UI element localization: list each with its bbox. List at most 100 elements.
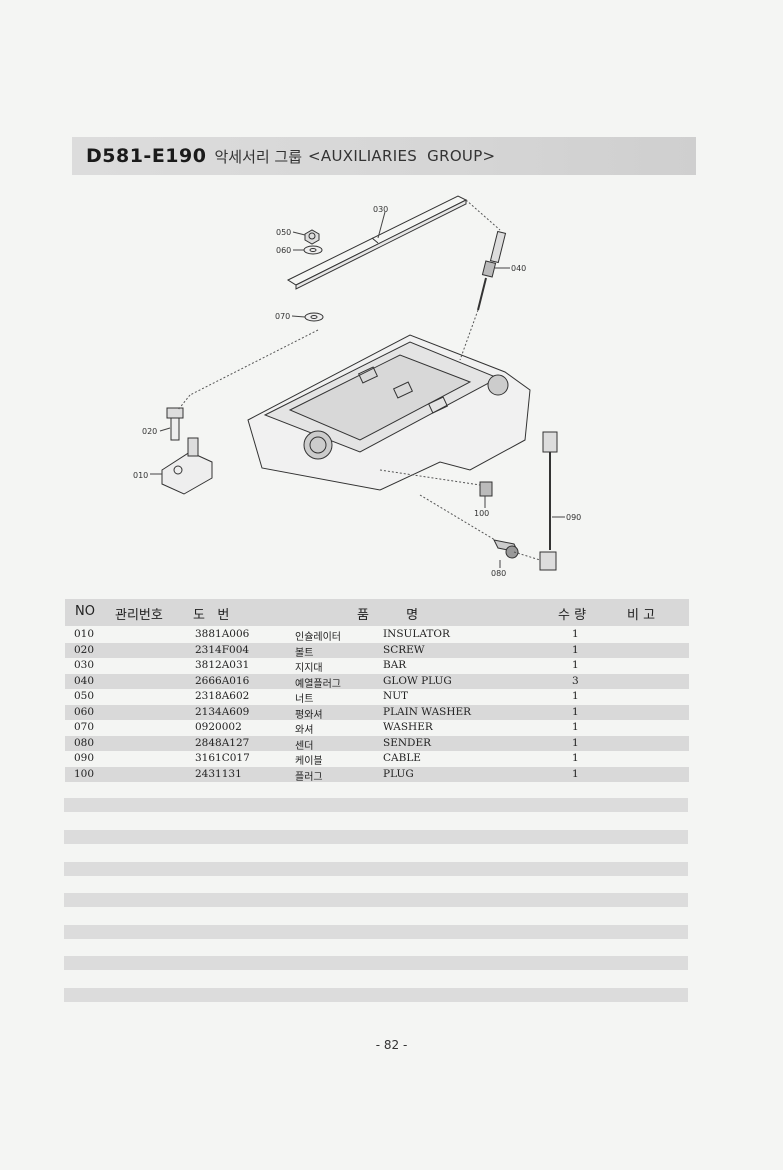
cell-quantity: 1 [572, 643, 579, 656]
table-row: 080 2848A127 센더 SENDER 1 [65, 735, 689, 752]
cell-quantity: 3 [572, 674, 579, 687]
cell-part-number: 2134A609 [195, 705, 250, 718]
section-code: D581-E190 [86, 145, 207, 167]
callout-label: 090 [566, 513, 581, 522]
cell-name-english: SCREW [383, 643, 425, 656]
table-row: 050 2318A602 너트 NUT 1 [65, 689, 689, 705]
callout-label: 030 [373, 205, 388, 214]
cell-name-english: SENDER [383, 736, 432, 749]
cell-quantity: 1 [572, 659, 579, 671]
callout-label: 070 [275, 312, 290, 321]
table-row: 030 3812A031 지지대 BAR 1 [65, 658, 689, 674]
header-drawing-number: 도 번 [193, 608, 230, 623]
cell-part-number: 3812A031 [195, 659, 250, 671]
cell-no: 080 [74, 736, 95, 749]
section-title-bar: D581-E190 악세서리 그룹 <AUXILIARIES GROUP> [72, 137, 696, 175]
cell-quantity: 1 [572, 690, 579, 702]
header-part-name: 품 명 [357, 608, 419, 623]
cell-quantity: 1 [572, 736, 579, 749]
cell-name-korean: 지지대 [295, 663, 323, 674]
table-row: 010 3881A006 인슐레이터 INSULATOR 1 [65, 627, 689, 643]
cell-part-number: 0920002 [195, 721, 242, 733]
cell-name-english: NUT [383, 690, 409, 702]
empty-table-stripe [64, 988, 688, 1002]
screw-part-020 [166, 407, 184, 441]
empty-table-stripe [64, 925, 688, 939]
plug-part-100 [479, 481, 493, 497]
callout-label: 060 [276, 246, 291, 255]
cell-name-english: BAR [383, 659, 407, 671]
glow-plug-part-040 [477, 230, 507, 311]
sender-part-080 [493, 539, 519, 559]
nut-part-050 [304, 229, 320, 245]
cell-no: 090 [74, 752, 95, 764]
cell-part-number: 2666A016 [195, 674, 250, 687]
cell-name-korean: 볼트 [295, 647, 314, 659]
header-no: NO [75, 604, 95, 619]
cell-no: 030 [74, 659, 95, 671]
cell-part-number: 2848A127 [195, 736, 250, 749]
callout-label: 080 [491, 569, 506, 578]
callout-label: 020 [142, 427, 157, 436]
cell-part-number: 2431131 [195, 767, 242, 780]
callout-label: 010 [133, 471, 148, 480]
empty-table-stripe [64, 798, 688, 812]
callout-label: 100 [474, 509, 489, 518]
section-title-english: <AUXILIARIES GROUP> [308, 147, 496, 165]
cell-name-english: PLAIN WASHER [383, 705, 472, 718]
callout-label: 050 [276, 228, 291, 237]
cell-name-korean: 인슐레이터 [295, 632, 341, 643]
parts-table-header: NO 관리번호 도 번 품 명 수 량 비 고 [65, 599, 689, 626]
cell-name-korean: 평와셔 [295, 709, 323, 721]
callout-label: 040 [511, 264, 526, 273]
callout-leader-lines [150, 211, 565, 568]
cell-name-english: INSULATOR [383, 628, 450, 640]
cell-name-korean: 케이블 [295, 756, 323, 767]
cylinder-head-block [247, 334, 531, 491]
cell-no: 100 [74, 767, 95, 780]
header-quantity: 수 량 [558, 608, 587, 623]
washer-part-070 [304, 312, 324, 322]
cell-name-english: GLOW PLUG [383, 674, 452, 687]
cell-no: 070 [74, 721, 95, 733]
cell-no: 050 [74, 690, 95, 702]
table-row: 100 2431131 플러그 PLUG 1 [65, 766, 689, 783]
cell-part-number: 2314F004 [195, 643, 250, 656]
header-remarks: 비 고 [627, 608, 656, 623]
insulator-part-010 [161, 437, 213, 495]
page-number: - 82 - [375, 1038, 408, 1052]
cell-quantity: 1 [572, 721, 579, 733]
exploded-parts-diagram: 010 020 030 040 050 060 070 080 090 100 [133, 195, 581, 578]
cell-no: 010 [74, 628, 95, 640]
empty-table-stripe [64, 830, 688, 844]
cell-name-korean: 센더 [295, 740, 314, 752]
cell-quantity: 1 [572, 705, 579, 718]
section-title-korean: 악세서리 그룹 [214, 147, 303, 166]
cable-part-090 [539, 431, 558, 571]
table-row: 020 2314F004 볼트 SCREW 1 [65, 642, 689, 659]
cell-part-number: 2318A602 [195, 690, 250, 702]
cell-name-korean: 예열플러그 [295, 678, 341, 690]
parts-table-body: 010 3881A006 인슐레이터 INSULATOR 1 020 2314F… [65, 627, 689, 783]
table-row: 070 0920002 와셔 WASHER 1 [65, 720, 689, 736]
cell-no: 060 [74, 705, 95, 718]
cell-name-english: WASHER [383, 721, 433, 733]
table-row: 090 3161C017 케이블 CABLE 1 [65, 751, 689, 767]
cell-quantity: 1 [572, 767, 579, 780]
cell-name-english: CABLE [383, 752, 421, 764]
cell-no: 040 [74, 674, 95, 687]
empty-table-stripe [64, 956, 688, 970]
cell-name-english: PLUG [383, 767, 414, 780]
table-row: 060 2134A609 평와셔 PLAIN WASHER 1 [65, 704, 689, 721]
cell-name-korean: 너트 [295, 694, 314, 705]
cell-part-number: 3161C017 [195, 752, 250, 764]
header-management-number: 관리번호 [115, 608, 163, 623]
washer-part-060 [303, 245, 323, 255]
cell-quantity: 1 [572, 628, 579, 640]
empty-table-stripe [64, 893, 688, 907]
cell-no: 020 [74, 643, 95, 656]
cell-name-korean: 와셔 [295, 725, 314, 736]
table-row: 040 2666A016 예열플러그 GLOW PLUG 3 [65, 673, 689, 690]
cell-name-korean: 플러그 [295, 771, 323, 783]
assembly-guide-lines [177, 199, 541, 561]
